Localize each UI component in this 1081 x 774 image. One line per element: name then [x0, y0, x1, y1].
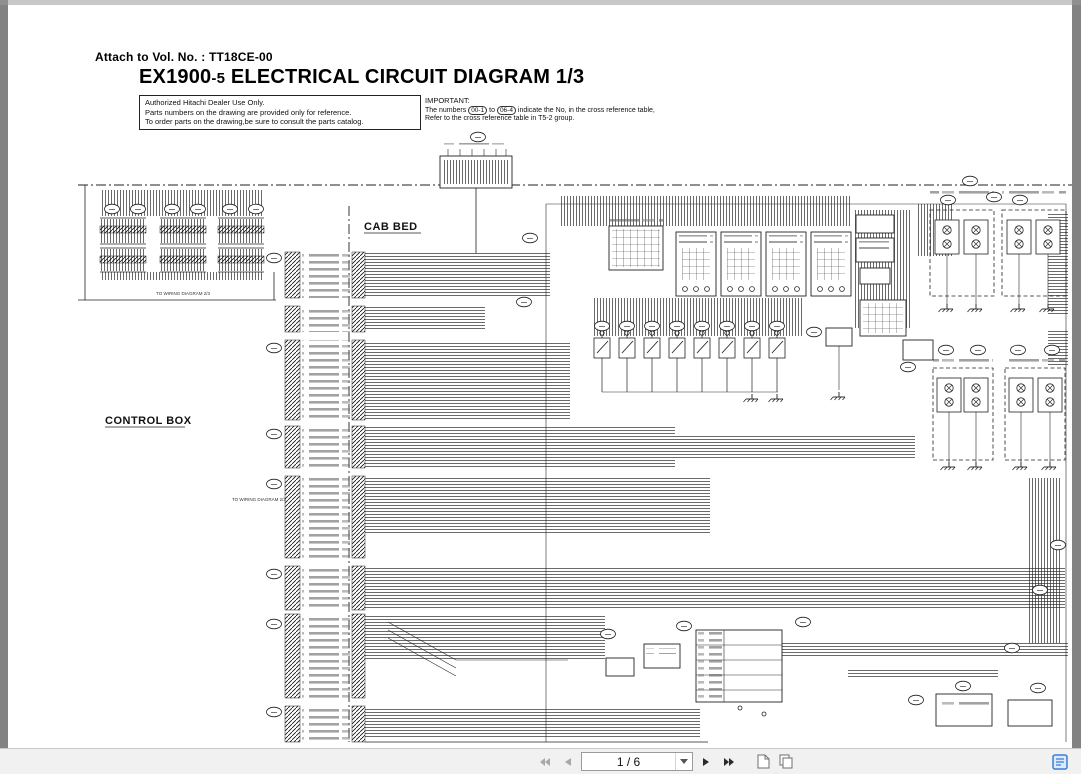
document-page: TO WIRING DIAGRAM 2/3 CAB BED CONTROL BO…: [8, 0, 1072, 748]
title-variant: -5: [211, 70, 226, 87]
lamp-circuit-clusters: [929, 175, 1067, 471]
attach-note: Attach to Vol. No. : TT18CE-00: [95, 50, 273, 64]
page-indicator: 1 / 6: [616, 754, 641, 769]
first-page-button[interactable]: [535, 752, 555, 772]
page-number-combo[interactable]: 1 / 6: [581, 752, 693, 771]
next-page-icon: [703, 757, 709, 766]
cross-ref-start: 00-1: [468, 105, 488, 116]
title-text: ELECTRICAL CIRCUIT DIAGRAM 1/3: [225, 66, 585, 88]
cross-ref-end: 06-4: [496, 105, 516, 116]
cab-bed-label: CAB BED: [364, 221, 418, 233]
dealer-note-line-2: Parts numbers on the drawing are provide…: [145, 107, 352, 117]
dealer-note-box: Authorized Hitachi Dealer Use Only. Part…: [139, 95, 421, 130]
important-label: IMPORTANT:: [425, 96, 470, 105]
important-text: to: [487, 106, 497, 114]
control-box-label: CONTROL BOX: [105, 415, 192, 427]
important-line-2: Refer to the cross reference table in T5…: [425, 115, 575, 123]
important-note: IMPORTANT: The numbers 00-1 to 06-4 indi…: [425, 96, 695, 124]
dropdown-arrow-icon[interactable]: [675, 753, 692, 770]
sensor-group: [806, 326, 934, 401]
continuous-view-button[interactable]: [776, 752, 796, 772]
page-nav-controls: 1 / 6: [535, 749, 796, 774]
fuse-block: [439, 131, 513, 189]
single-page-view-icon: [757, 754, 769, 769]
continuous-view-icon: [779, 754, 793, 769]
last-page-button[interactable]: [719, 752, 739, 772]
title-model: EX1900: [139, 66, 212, 88]
important-line-1: The numbers 00-1 to 06-4 indicate the No…: [425, 105, 695, 116]
prev-page-button[interactable]: [558, 752, 578, 772]
main-connector-column: [266, 251, 366, 743]
last-page-icon: [724, 757, 734, 766]
page-title: EX1900-5 ELECTRICAL CIRCUIT DIAGRAM 1/3: [139, 66, 584, 89]
wiring-ref-label-2: TO WIRING DIAGRAM 2/3: [232, 497, 286, 502]
side-panel-button[interactable]: [1051, 753, 1069, 771]
prev-page-icon: [565, 757, 571, 766]
wiring-ref-label: TO WIRING DIAGRAM 2/3: [156, 291, 210, 296]
left-connector-clusters: TO WIRING DIAGRAM 2/3: [99, 190, 265, 296]
important-text: indicate the No, in the cross reference …: [515, 106, 655, 114]
viewer-top-edge: [0, 0, 1081, 5]
dealer-note-line-1: Authorized Hitachi Dealer Use Only.: [145, 98, 265, 107]
switch-row: [593, 320, 786, 403]
circuit-diagram: TO WIRING DIAGRAM 2/3 CAB BED CONTROL BO…: [78, 131, 1072, 743]
relay-panels: [608, 214, 907, 337]
single-page-view-button[interactable]: [753, 752, 773, 772]
bottom-junction-assembly: [600, 616, 811, 717]
bottom-right-units: [516, 232, 1066, 727]
wire-bundles: [365, 253, 1068, 739]
next-page-button[interactable]: [696, 752, 716, 772]
dealer-note-line-3: To order parts on the drawing,be sure to…: [145, 117, 364, 126]
side-panel-icon: [1052, 754, 1068, 770]
important-text: The numbers: [425, 106, 469, 114]
pdf-toolbar: 1 / 6: [0, 748, 1081, 774]
first-page-icon: [540, 757, 550, 766]
